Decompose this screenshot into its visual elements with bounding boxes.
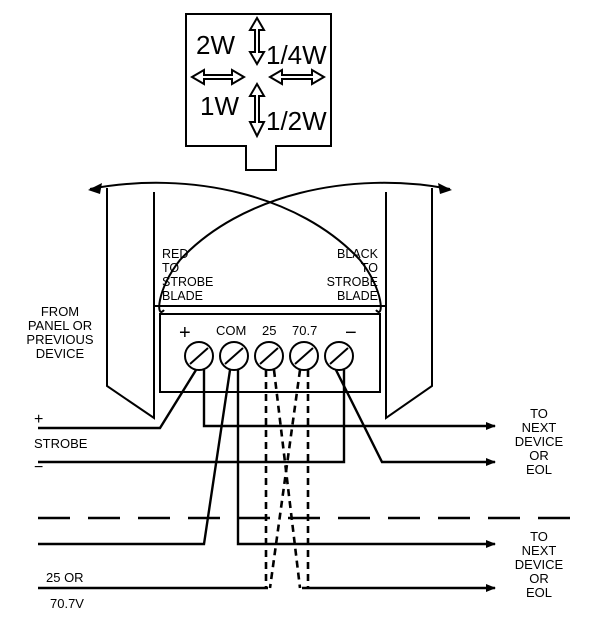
svg-text:OR: OR [529, 448, 549, 463]
selector-quarter-w-label: 1/4W [266, 40, 327, 70]
left-arrowhead-icon [88, 183, 102, 194]
selector-half-w-label: 1/2W [266, 106, 327, 136]
strobe-plus-label: + [34, 411, 43, 428]
strobe-minus-label: − [34, 459, 43, 476]
vertical-arrow-upper-icon [248, 16, 266, 66]
voltage-label-line1: 25 OR [46, 570, 84, 585]
svg-text:BLADE: BLADE [162, 289, 203, 303]
svg-text:TO: TO [361, 261, 378, 275]
to-next-device-top-label: TO NEXT DEVICE OR EOL [515, 406, 564, 477]
right-arrowhead-icon [438, 183, 452, 194]
screw-terminal-70-7 [289, 341, 319, 371]
screw-terminal-com [219, 341, 249, 371]
svg-text:EOL: EOL [526, 585, 552, 600]
svg-text:OR: OR [529, 571, 549, 586]
terminal-minus-label: − [345, 322, 357, 344]
svg-text:NEXT: NEXT [522, 420, 557, 435]
horizontal-arrow-left-icon [190, 68, 246, 86]
svg-text:BLACK: BLACK [337, 247, 379, 261]
strobe-label: STROBE [34, 436, 88, 451]
terminal-70-7-label: 70.7 [292, 323, 317, 338]
to-next-device-bottom-label: TO NEXT DEVICE OR EOL [515, 529, 564, 600]
svg-text:STROBE: STROBE [327, 275, 378, 289]
svg-text:STROBE: STROBE [162, 275, 213, 289]
black-blade-label: BLACK TO STROBE BLADE [327, 247, 379, 303]
power-selector-box: 2W 1/4W 1W 1/2W [185, 13, 332, 171]
svg-text:DEVICE: DEVICE [515, 434, 564, 449]
screw-terminal-plus [184, 341, 214, 371]
audio-wiring [38, 369, 496, 592]
svg-text:PANEL OR: PANEL OR [28, 318, 92, 333]
device-body [88, 181, 452, 420]
svg-text:RED: RED [162, 247, 188, 261]
red-blade-label: RED TO STROBE BLADE [162, 247, 213, 303]
svg-text:DEVICE: DEVICE [36, 346, 85, 361]
terminal-25-label: 25 [262, 323, 276, 338]
svg-text:BLADE: BLADE [337, 289, 378, 303]
strobe-wiring [38, 369, 496, 466]
svg-text:DEVICE: DEVICE [515, 557, 564, 572]
svg-text:TO: TO [530, 529, 548, 544]
svg-text:FROM: FROM [41, 304, 79, 319]
svg-text:PREVIOUS: PREVIOUS [26, 332, 94, 347]
terminal-com-label: COM [216, 323, 246, 338]
screw-terminal-25 [254, 341, 284, 371]
svg-text:TO: TO [162, 261, 179, 275]
selector-1w-label: 1W [200, 91, 239, 121]
svg-text:NEXT: NEXT [522, 543, 557, 558]
vertical-arrow-lower-icon [248, 82, 266, 139]
svg-text:TO: TO [530, 406, 548, 421]
horizontal-arrow-right-icon [268, 68, 326, 86]
selector-2w-label: 2W [196, 30, 235, 60]
svg-text:EOL: EOL [526, 462, 552, 477]
from-panel-label: FROM PANEL OR PREVIOUS DEVICE [26, 304, 94, 361]
voltage-label-line2: 70.7V [50, 596, 84, 611]
terminal-plus-label: + [179, 322, 191, 344]
screw-terminal-minus [324, 341, 354, 371]
